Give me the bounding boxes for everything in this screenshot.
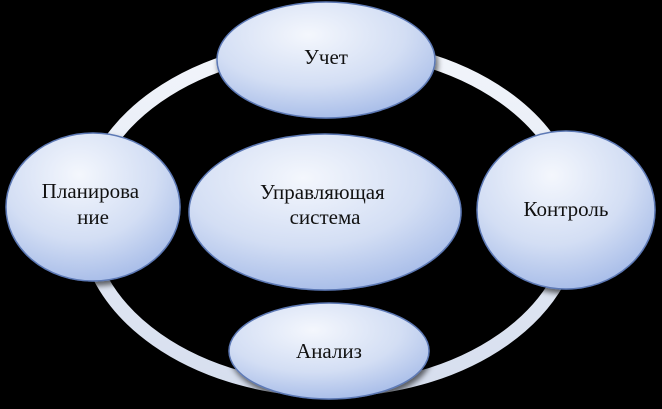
node-planning-shape [5,132,181,282]
node-control-system-label: Управляющая система [260,180,390,229]
node-analysis-shape [228,302,430,400]
node-analysis-label: Анализ [296,339,362,363]
node-control-system-line-1: Управляющая [260,180,385,204]
node-planning-line-2: ние [77,205,109,229]
node-control-system-line-2: система [290,205,362,229]
node-analysis: Анализ [228,302,430,400]
node-planning: Планирова ние [5,132,181,282]
node-control-line-1: Контроль [524,197,609,221]
node-control-system-shape [188,133,462,291]
node-control-shape [476,130,656,290]
node-control-system: Управляющая система [188,133,462,291]
node-accounting-shape [216,1,436,119]
node-accounting-label: Учет [304,45,348,69]
node-accounting-line-1: Учет [304,45,348,69]
node-planning-line-1: Планирова [42,179,140,203]
node-control-label: Контроль [524,197,609,221]
node-control: Контроль [476,130,656,290]
node-accounting: Учет [216,1,436,119]
node-analysis-line-1: Анализ [296,339,362,363]
node-planning-label: Планирова ние [42,179,145,229]
